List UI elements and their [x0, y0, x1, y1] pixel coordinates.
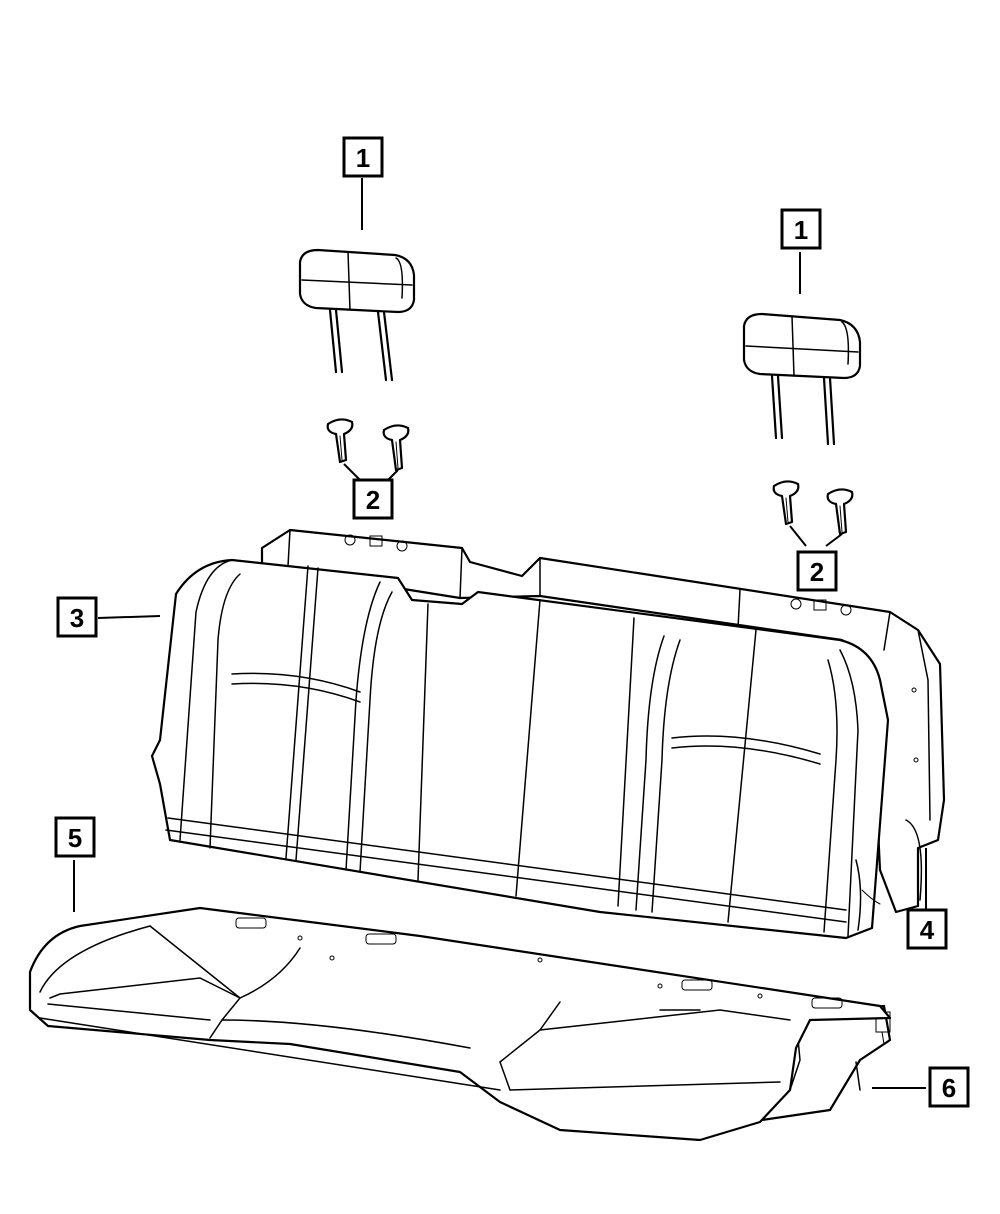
- callout-1-right[interactable]: 1: [780, 208, 822, 250]
- headrest-left[interactable]: [298, 248, 416, 382]
- callout-4[interactable]: 4: [906, 908, 948, 950]
- seat-back-frame[interactable]: [260, 528, 946, 914]
- callout-label: 2: [810, 557, 824, 587]
- callout-2-right[interactable]: 2: [796, 550, 838, 592]
- headrest-right[interactable]: [742, 312, 862, 446]
- callout-label: 4: [920, 915, 935, 945]
- callout-label: 1: [356, 143, 370, 173]
- callout-5[interactable]: 5: [54, 816, 96, 858]
- guide-sleeves-right[interactable]: [772, 480, 854, 536]
- callout-label: 3: [70, 603, 84, 633]
- seat-cushion-cover[interactable]: [28, 906, 892, 1142]
- callout-label: 2: [366, 485, 380, 515]
- callout-3[interactable]: 3: [56, 596, 98, 638]
- callout-label: 5: [68, 823, 82, 853]
- callout-6[interactable]: 6: [928, 1066, 970, 1108]
- callout-2-left[interactable]: 2: [352, 478, 394, 520]
- seat-back-cover[interactable]: [150, 558, 890, 940]
- callout-label: 1: [794, 215, 808, 245]
- callout-1-left[interactable]: 1: [342, 136, 384, 178]
- callout-label: 6: [942, 1073, 956, 1103]
- guide-sleeves-left[interactable]: [326, 418, 410, 472]
